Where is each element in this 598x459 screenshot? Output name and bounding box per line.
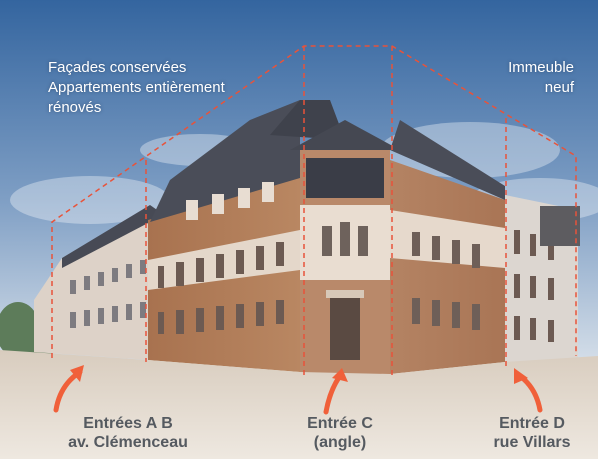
new-building-caption: Immeuble neuf [508,58,574,98]
entrance-street: (angle) [313,434,367,451]
caption-line: Appartements entièrement [48,79,225,96]
guide-lines [51,45,577,376]
pavement [0,350,598,459]
entrance-ab-label: Entrées A B av. Clémenceau [44,414,212,452]
entrance-title: Entrées A B [83,415,173,432]
caption-line: Immeuble [508,59,574,76]
entrance-street: rue Villars [493,434,571,451]
main-left-wing [148,100,345,372]
new-building [505,195,580,364]
arrow-ab-icon [53,365,84,413]
caption-line: neuf [544,79,574,96]
left-wing [34,205,160,360]
entrance-title: Entrée C [307,415,373,432]
arrow-d-icon [514,368,543,413]
caption-line: rénovés [48,99,102,116]
caption-line: Façades conservées [48,59,187,76]
arrow-c-icon [323,368,348,415]
main-right-wing [390,120,505,374]
entrance-title: Entrée D [499,415,565,432]
preserved-facades-caption: Façades conservées Appartements entièrem… [48,58,225,118]
entrance-d-label: Entrée D rue Villars [476,414,588,452]
entrance-street: av. Clémenceau [68,434,188,451]
corner-tower [290,120,400,376]
entrance-c-label: Entrée C (angle) [295,414,385,452]
